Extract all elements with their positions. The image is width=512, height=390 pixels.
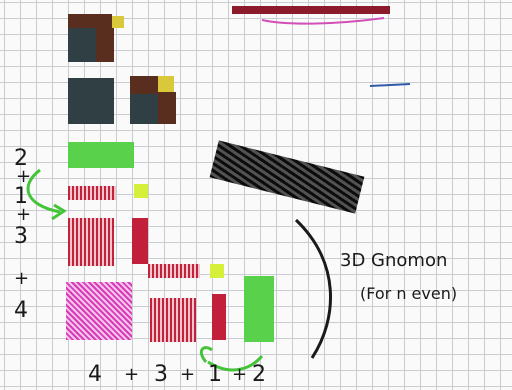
red-block xyxy=(150,298,196,342)
left-expr-op: + xyxy=(14,268,29,289)
blue-dash xyxy=(370,84,410,86)
bottom-expr-op: + xyxy=(180,364,195,385)
top-pink-stroke xyxy=(262,18,384,24)
dark-cube xyxy=(130,94,158,124)
left-expr-term: 3 xyxy=(14,224,28,249)
left-expr-term: 4 xyxy=(14,298,28,323)
bottom-expr-term: 3 xyxy=(154,362,168,387)
bottom-expr-term: 2 xyxy=(252,362,266,387)
yellow-cube xyxy=(112,16,124,28)
lime-cube xyxy=(210,264,224,278)
red-strip xyxy=(68,186,116,200)
red-column xyxy=(212,294,226,340)
brown-cube xyxy=(96,14,112,28)
bottom-expr-term: 1 xyxy=(208,362,222,387)
gnomon-title: 3D Gnomon xyxy=(340,250,447,271)
red-column xyxy=(132,218,148,264)
bottom-expr-term: 4 xyxy=(88,362,102,387)
bottom-expr-op: + xyxy=(232,364,247,385)
bracket-stroke xyxy=(296,220,331,358)
pink-block xyxy=(66,282,132,340)
brown-cube xyxy=(130,76,158,94)
brown-cube xyxy=(158,92,176,124)
dark-cube-large xyxy=(68,78,114,124)
green-column xyxy=(244,276,274,342)
red-strip xyxy=(148,264,200,278)
lime-cube xyxy=(134,184,148,198)
red-block xyxy=(68,218,114,266)
dark-cube xyxy=(68,28,96,62)
brown-cube xyxy=(68,14,96,28)
left-expr-op: + xyxy=(16,204,31,225)
yellow-cube xyxy=(158,76,174,92)
brown-cube xyxy=(96,28,114,62)
bottom-green-arrow-left xyxy=(201,348,212,362)
green-layer xyxy=(68,142,134,168)
gnomon-subtitle: (For n even) xyxy=(360,284,457,303)
bottom-expr-op: + xyxy=(124,364,139,385)
